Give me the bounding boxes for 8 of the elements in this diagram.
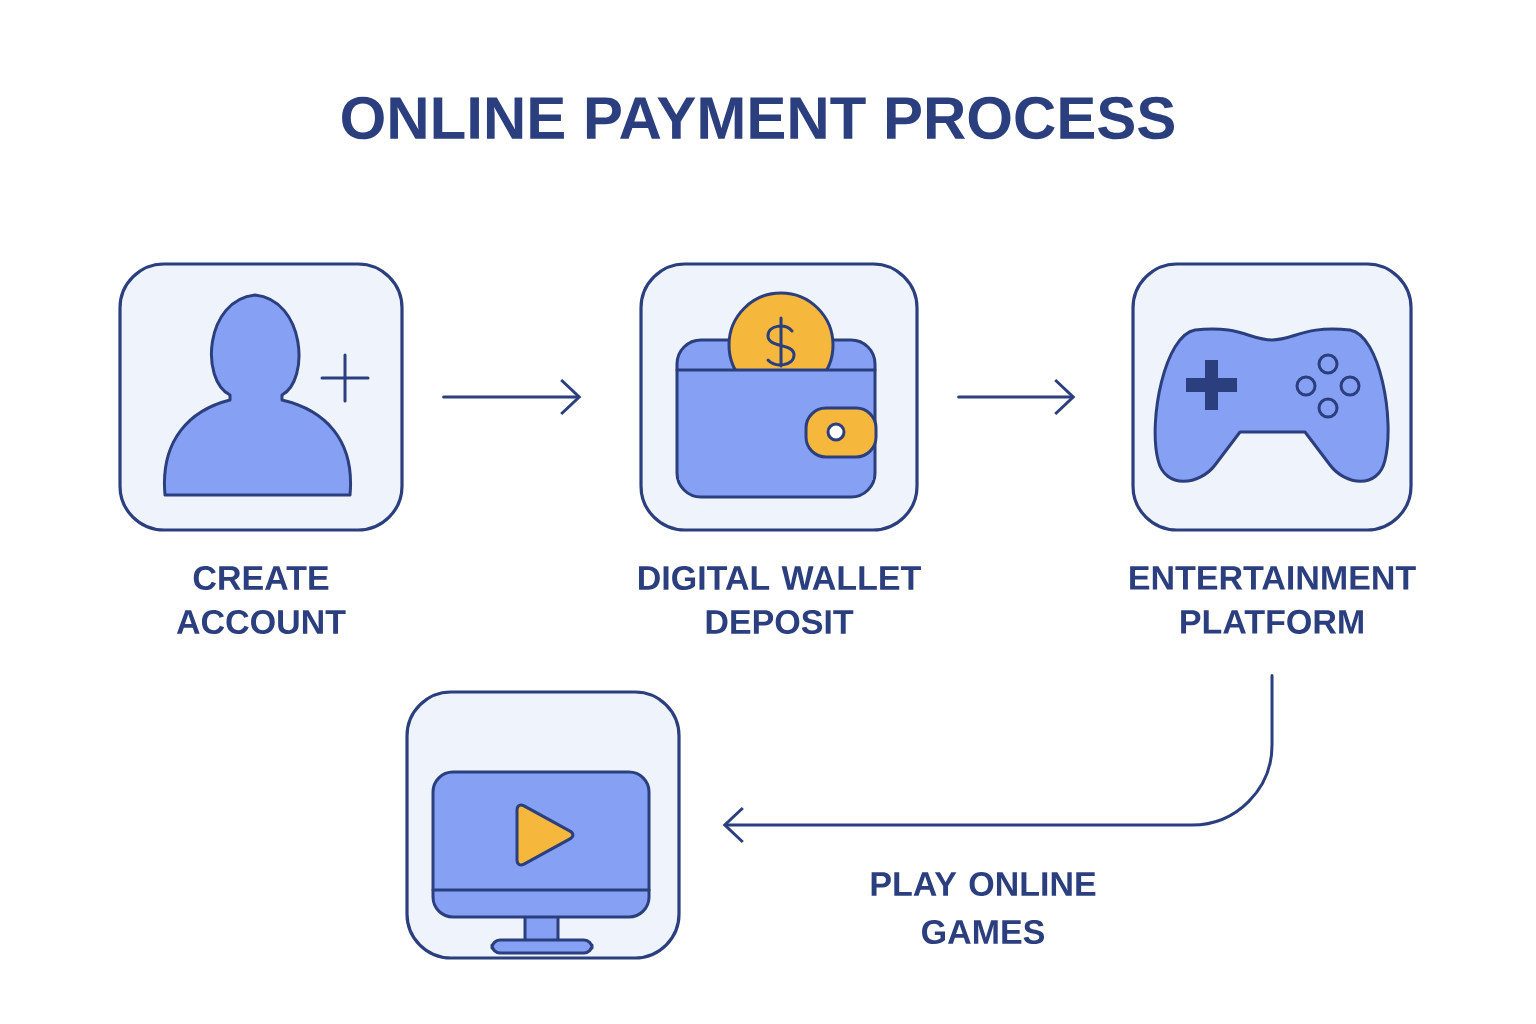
title: ONLINE PAYMENT PROCESS	[342, 96, 1174, 140]
arrow	[722, 674, 1274, 844]
edge-label: PLAY ONLINE GAMES	[871, 871, 1096, 945]
arrow	[442, 378, 582, 416]
step-label: DIGITAL WALLET DEPOSIT	[639, 565, 921, 635]
step-label: ENTERTAINMENT PLATFORM	[1130, 566, 1416, 634]
step-label: CREATE ACCOUNT	[176, 565, 346, 635]
arrow	[957, 378, 1076, 416]
